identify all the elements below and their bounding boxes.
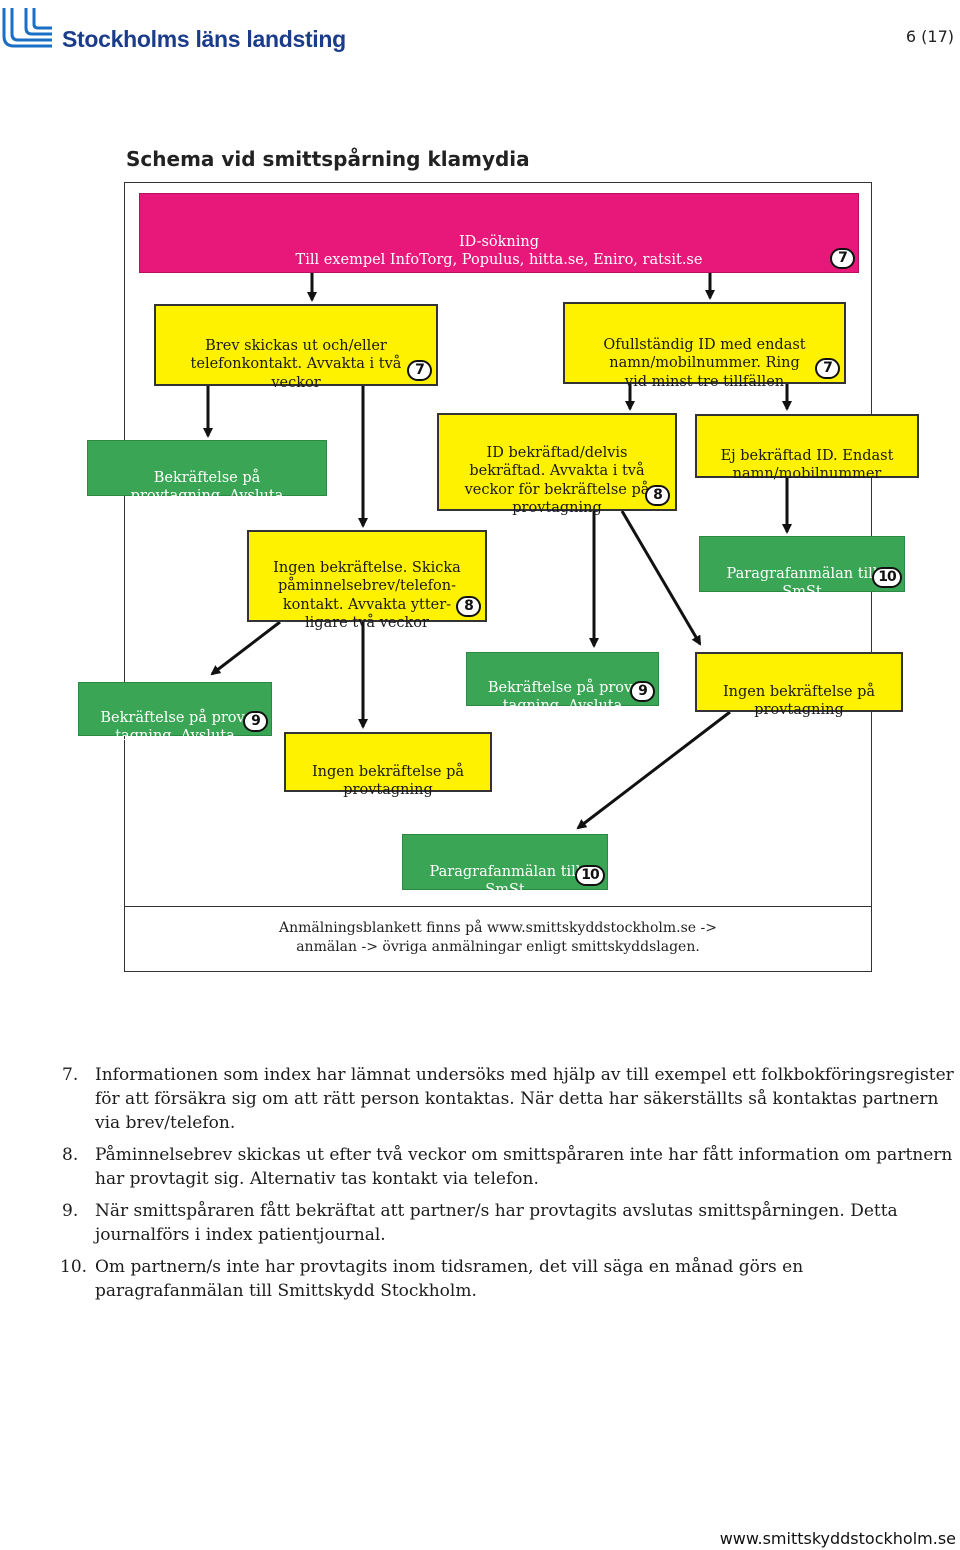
list-item-text: Påminnelsebrev skickas ut efter två veck…	[95, 1145, 953, 1189]
box-no-sampling-2-text: Ingen bekräftelse på provtagning	[311, 763, 465, 799]
step-badge: 9	[630, 681, 655, 702]
list-item-number: 8.	[62, 1145, 79, 1165]
box-no-confirmation-reminder: Ingen bekräftelse. Skicka påminnelsebrev…	[247, 530, 487, 631]
box-incomplete-id-text: Ofullständig ID med endast namn/mobilnum…	[603, 336, 806, 390]
list-item-number: 9.	[62, 1201, 79, 1221]
box-not-confirmed-id-text: Ej bekräftad ID. Endast namn/mobilnummer	[720, 447, 894, 483]
box-not-confirmed-id: Ej bekräftad ID. Endast namn/mobilnummer	[695, 414, 919, 482]
step-badge: 8	[456, 596, 481, 617]
step-badge: 8	[645, 485, 670, 506]
list-item-text: Om partnern/s inte har provtagits inom t…	[95, 1257, 804, 1301]
box-no-confirmation-reminder-text: Ingen bekräftelse. Skicka påminnelsebrev…	[273, 559, 461, 632]
list-item-text: När smittspåraren fått bekräftat att par…	[95, 1201, 898, 1245]
box-no-sampling-2: Ingen bekräftelse på provtagning	[284, 732, 492, 798]
step-badge: 10	[872, 567, 902, 588]
flowchart-title: Schema vid smittspårning klamydia	[126, 147, 530, 171]
page-number: 6 (17)	[905, 27, 954, 46]
box-confirmed-end-2: Bekräftelse på prov- tagning. Avsluta 9	[466, 652, 659, 714]
box-confirmed-end-3: Bekräftelse på prov- tagning. Avsluta 9	[78, 682, 272, 744]
box-letter-sent-text: Brev skickas ut och/eller telefonkontakt…	[190, 337, 402, 391]
list-item-number: 7.	[62, 1065, 79, 1085]
box-confirmed-end-3-text: Bekräftelse på prov- tagning. Avsluta	[100, 709, 250, 745]
footer-url[interactable]: www.smittskyddstockholm.se	[719, 1529, 956, 1548]
box-confirmed-end-1: Bekräftelse på provtagning. Avsluta	[87, 440, 327, 504]
step-badge: 7	[830, 248, 855, 269]
box-report-smst-2: Paragrafanmälan till SmSt 10	[402, 834, 608, 898]
list-item-number: 10.	[60, 1257, 88, 1277]
step-badge: 7	[815, 358, 840, 379]
box-report-smst-1: Paragrafanmälan till SmSt 10	[699, 536, 905, 600]
box-report-smst-1-text: Paragrafanmälan till SmSt	[726, 565, 878, 601]
box-no-sampling-1-text: Ingen bekräftelse på provtagning	[722, 683, 876, 719]
box-id-confirmed-text: ID bekräftad/delvis bekräftad. Avvakta i…	[464, 444, 650, 517]
box-id-search: ID-sökning Till exempel InfoTorg, Populu…	[139, 193, 859, 273]
step-badge: 10	[575, 865, 605, 886]
sll-logo-icon	[2, 8, 52, 48]
box-confirmed-end-1-text: Bekräftelse på provtagning. Avsluta	[130, 469, 284, 505]
box-no-sampling-1: Ingen bekräftelse på provtagning	[695, 652, 903, 718]
box-letter-sent: Brev skickas ut och/eller telefonkontakt…	[154, 304, 438, 391]
box-incomplete-id: Ofullständig ID med endast namn/mobilnum…	[563, 302, 846, 390]
step-badge: 7	[407, 360, 432, 381]
bottom-note-text: Anmälningsblankett finns på www.smittsky…	[279, 920, 717, 955]
box-id-confirmed: ID bekräftad/delvis bekräftad. Avvakta i…	[437, 413, 677, 516]
box-id-search-text: ID-sökning Till exempel InfoTorg, Populu…	[295, 233, 703, 269]
org-name: Stockholms läns landsting	[62, 26, 346, 52]
step-badge: 9	[243, 711, 268, 732]
list-item-text: Informationen som index har lämnat under…	[95, 1065, 954, 1133]
flowchart-bottom-note: Anmälningsblankett finns på www.smittsky…	[124, 906, 872, 972]
box-confirmed-end-2-text: Bekräftelse på prov- tagning. Avsluta	[487, 679, 638, 715]
